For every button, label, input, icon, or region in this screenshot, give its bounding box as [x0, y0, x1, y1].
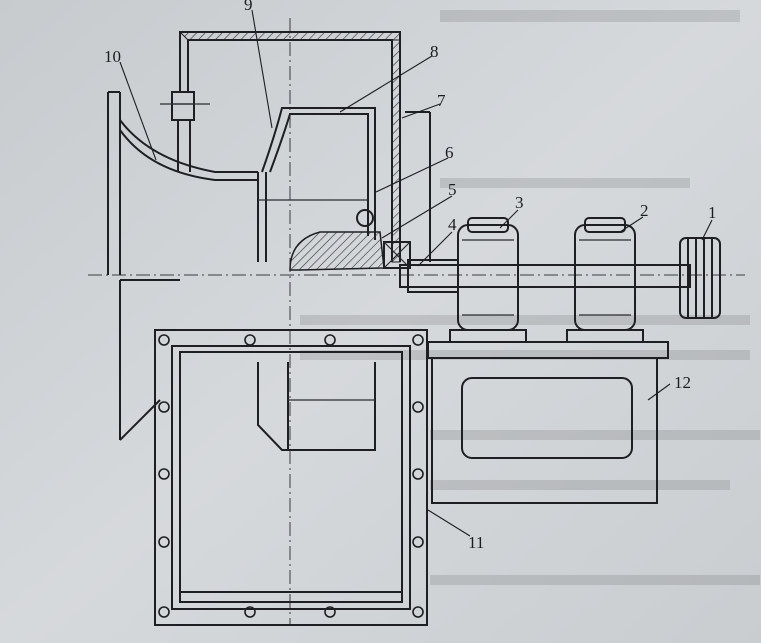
- part-label-7: 7: [437, 91, 446, 110]
- part-label-4: 4: [448, 215, 457, 234]
- outlet-frame: [154, 329, 428, 626]
- impeller: [257, 107, 376, 262]
- hub: [289, 209, 411, 271]
- bleed-through-text: [300, 10, 760, 585]
- part-labels: 1 2 3 4 5 6 7 8 9 10 11 12: [104, 0, 717, 552]
- part-label-9: 9: [244, 0, 253, 14]
- bearing-3: [449, 217, 527, 343]
- pulley: [679, 237, 721, 319]
- inlet-duct: [107, 91, 258, 441]
- part-label-8: 8: [430, 42, 439, 61]
- part-label-2: 2: [640, 201, 649, 220]
- part-label-3: 3: [515, 193, 524, 212]
- frame-bolts: [158, 334, 424, 618]
- part-label-10: 10: [104, 47, 121, 66]
- leader-lines: [119, 9, 713, 537]
- volute-casing: [178, 31, 431, 263]
- part-label-1: 1: [708, 203, 717, 222]
- part-label-5: 5: [448, 180, 457, 199]
- part-label-6: 6: [445, 143, 454, 162]
- inlet-flange: [160, 91, 210, 172]
- part-label-12: 12: [674, 373, 691, 392]
- part-label-11: 11: [468, 533, 484, 552]
